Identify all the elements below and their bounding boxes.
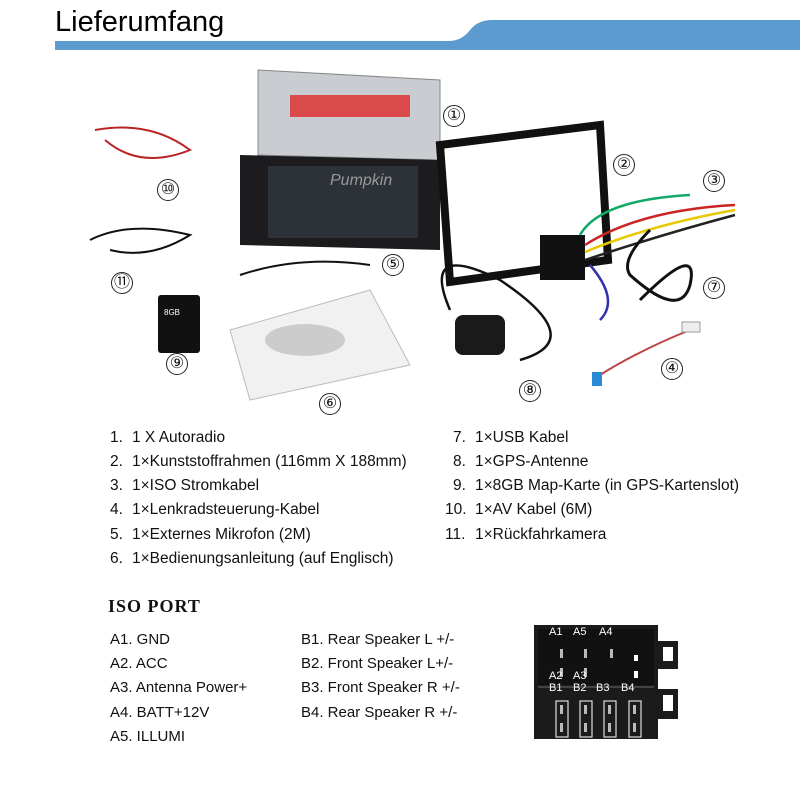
marker-9: ⑨ xyxy=(166,353,188,375)
diagram-label-a2: A2 xyxy=(549,670,563,682)
svg-text:Pumpkin: Pumpkin xyxy=(330,172,392,189)
marker-8: ⑧ xyxy=(519,380,541,402)
diagram-label-b4: B4 xyxy=(621,682,635,694)
list-item: 1.1 X Autoradio xyxy=(110,429,226,446)
diagram-label-b1: B1 xyxy=(549,682,563,694)
plastic-frame-image xyxy=(435,120,613,287)
marker-4: ④ xyxy=(661,358,683,380)
list-item: 11.1×Rückfahrkamera xyxy=(445,526,607,543)
usb-cable-image xyxy=(626,228,693,302)
steering-wheel-cable-image xyxy=(592,321,701,386)
pin-b2: B2. Front Speaker L+/- xyxy=(301,655,454,672)
diagram-label-a1: A1 xyxy=(549,626,563,638)
car-radio-image: Pumpkin xyxy=(240,69,441,250)
marker-3: ③ xyxy=(703,170,725,192)
marker-6: ⑥ xyxy=(319,393,341,415)
iso-connector-diagram: A1 A5 A4 A2 A3 B1 B2 B3 B4 xyxy=(528,621,678,743)
microphone-image xyxy=(239,260,371,276)
pin-b3: B3. Front Speaker R +/- xyxy=(301,679,460,696)
pin-a4: A4. BATT+12V xyxy=(110,704,210,721)
list-item: 7.1×USB Kabel xyxy=(453,429,569,446)
sd-card-image: 8GB xyxy=(158,295,200,353)
iso-cable-image xyxy=(540,193,736,321)
svg-text:8GB: 8GB xyxy=(164,308,180,317)
list-item: 3.1×ISO Stromkabel xyxy=(110,477,260,494)
list-item: 6.1×Bedienungsanleitung (auf Englisch) xyxy=(110,550,394,567)
marker-11: ⑪ xyxy=(111,272,133,294)
list-item: 10.1×AV Kabel (6M) xyxy=(445,501,593,518)
diagram-label-b3: B3 xyxy=(596,682,610,694)
pin-a5: A5. ILLUMI xyxy=(110,728,186,745)
iso-port-heading: ISO PORT xyxy=(108,596,201,616)
list-item: 2.1×Kunststoffrahmen (116mm X 188mm) xyxy=(110,453,407,470)
diagram-label-a5: A5 xyxy=(573,626,587,638)
list-item: 5.1×Externes Mikrofon (2M) xyxy=(110,526,311,543)
list-item: 8.1×GPS-Antenne xyxy=(453,453,589,470)
marker-2: ② xyxy=(613,154,635,176)
list-item: 4.1×Lenkradsteuerung-Kabel xyxy=(110,501,320,518)
rear-camera-image xyxy=(89,227,193,254)
gps-antenna-image xyxy=(440,264,552,362)
header-accent-bar xyxy=(55,20,800,50)
list-item: 9.1×8GB Map-Karte (in GPS-Kartenslot) xyxy=(453,477,740,494)
product-photo: Pumpkin 8GB xyxy=(89,69,736,401)
av-cable-image xyxy=(94,126,193,159)
manual-image xyxy=(229,289,411,401)
diagram-label-a4: A4 xyxy=(599,626,613,638)
pin-a2: A2. ACC xyxy=(110,655,168,672)
diagram-label-b2: B2 xyxy=(573,682,587,694)
marker-10: ⑩ xyxy=(157,179,179,201)
pin-a1: A1. GND xyxy=(110,631,171,648)
diagram-label-a3: A3 xyxy=(573,670,587,682)
marker-5: ⑤ xyxy=(382,254,404,276)
pin-b4: B4. Rear Speaker R +/- xyxy=(301,704,458,721)
pin-a3: A3. Antenna Power+ xyxy=(110,679,248,696)
page-title: Lieferumfang xyxy=(55,6,225,38)
marker-7: ⑦ xyxy=(703,277,725,299)
marker-1: ① xyxy=(443,105,465,127)
pin-b1: B1. Rear Speaker L +/- xyxy=(301,631,455,648)
